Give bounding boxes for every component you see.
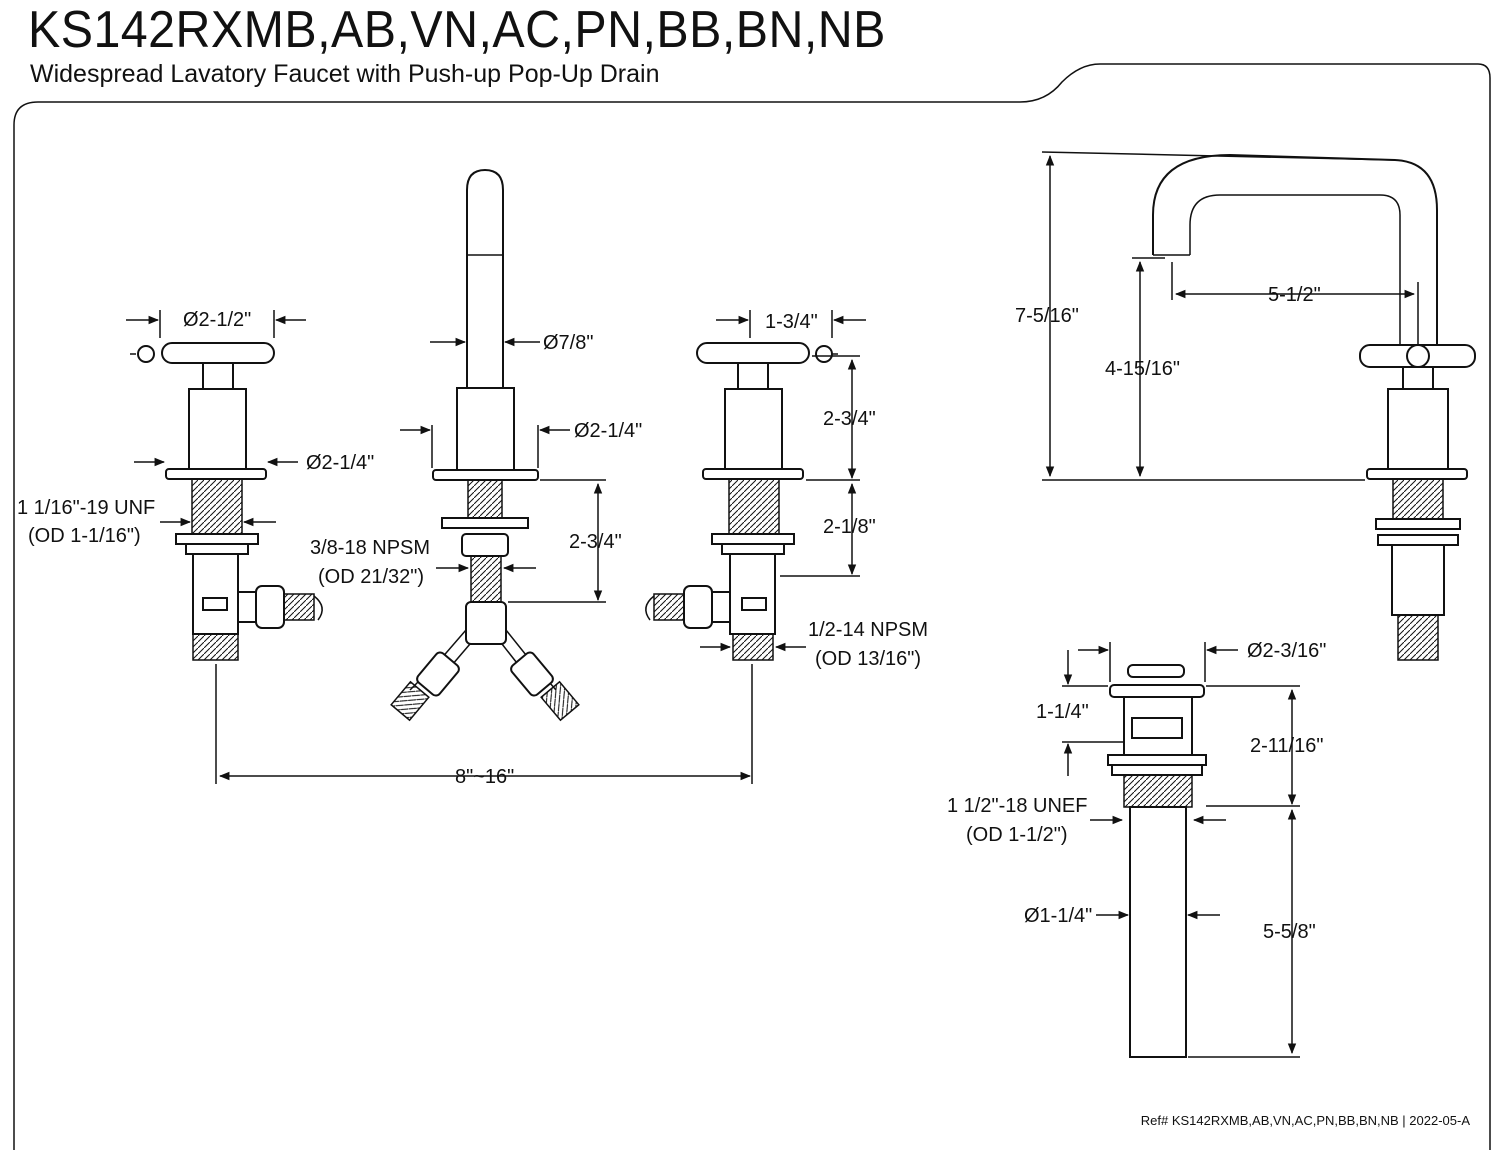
dim-npsm-right-2: (OD 13/16") <box>815 648 921 670</box>
dim-drain-body: 2-11/16" <box>1250 735 1323 757</box>
dim-handle-width: 1-3/4" <box>765 311 818 333</box>
sheet-border <box>13 63 1491 1150</box>
right-valve-drawing <box>645 342 838 661</box>
dim-spout-dia: Ø7/8" <box>543 332 593 354</box>
page-subtitle: Widespread Lavatory Faucet with Push-up … <box>30 60 660 88</box>
dim-tail-length: 5-5/8" <box>1263 921 1316 943</box>
dim-tail-dia: Ø1-1/4" <box>1024 905 1092 927</box>
dim-handle-dia: Ø2-1/2" <box>183 309 251 331</box>
dim-right-shank: 2-1/8" <box>823 516 876 538</box>
dim-handle-height: 2-3/4" <box>823 408 876 430</box>
dim-spout-reach: 5-1/2" <box>1268 284 1321 306</box>
dim-drain-top: 1-1/4" <box>1036 701 1089 723</box>
dim-npsm-center-1: 3/8-18 NPSM <box>310 537 430 559</box>
dim-thread-left-2: (OD 1-1/16") <box>28 525 141 547</box>
faucet-side-drawing <box>1152 153 1476 661</box>
dim-overall-height: 7-5/16" <box>1015 305 1079 327</box>
dim-drain-thread-1: 1 1/2"-18 UNEF <box>947 795 1088 817</box>
drain-drawing <box>1107 664 1207 1058</box>
dim-spout-height: 4-15/16" <box>1105 358 1180 380</box>
spout-front-drawing <box>390 168 580 722</box>
dimension-labels: Ø2-1/2" Ø7/8" 1-3/4" Ø2-1/4" Ø2-1/4" 2-3… <box>17 284 1326 943</box>
dim-thread-left-1: 1 1/16"-19 UNF <box>17 497 155 519</box>
page-title: KS142RXMB,AB,VN,AC,PN,BB,BN,NB <box>28 1 886 59</box>
reference-number: Ref# KS142RXMB,AB,VN,AC,PN,BB,BN,NB | 20… <box>1140 1113 1470 1128</box>
dim-spread: 8"~16" <box>455 766 514 788</box>
dim-flange-center: Ø2-1/4" <box>574 420 642 442</box>
dim-drain-thread-2: (OD 1-1/2") <box>966 824 1068 846</box>
dim-npsm-center-2: (OD 21/32") <box>318 566 424 588</box>
dim-flange-left: Ø2-1/4" <box>306 452 374 474</box>
left-valve-drawing <box>130 342 323 661</box>
dimension-lines <box>126 151 1419 1058</box>
dim-npsm-right-1: 1/2-14 NPSM <box>808 619 928 641</box>
dim-drain-dia: Ø2-3/16" <box>1247 640 1326 662</box>
dim-center-shank: 2-3/4" <box>569 531 622 553</box>
